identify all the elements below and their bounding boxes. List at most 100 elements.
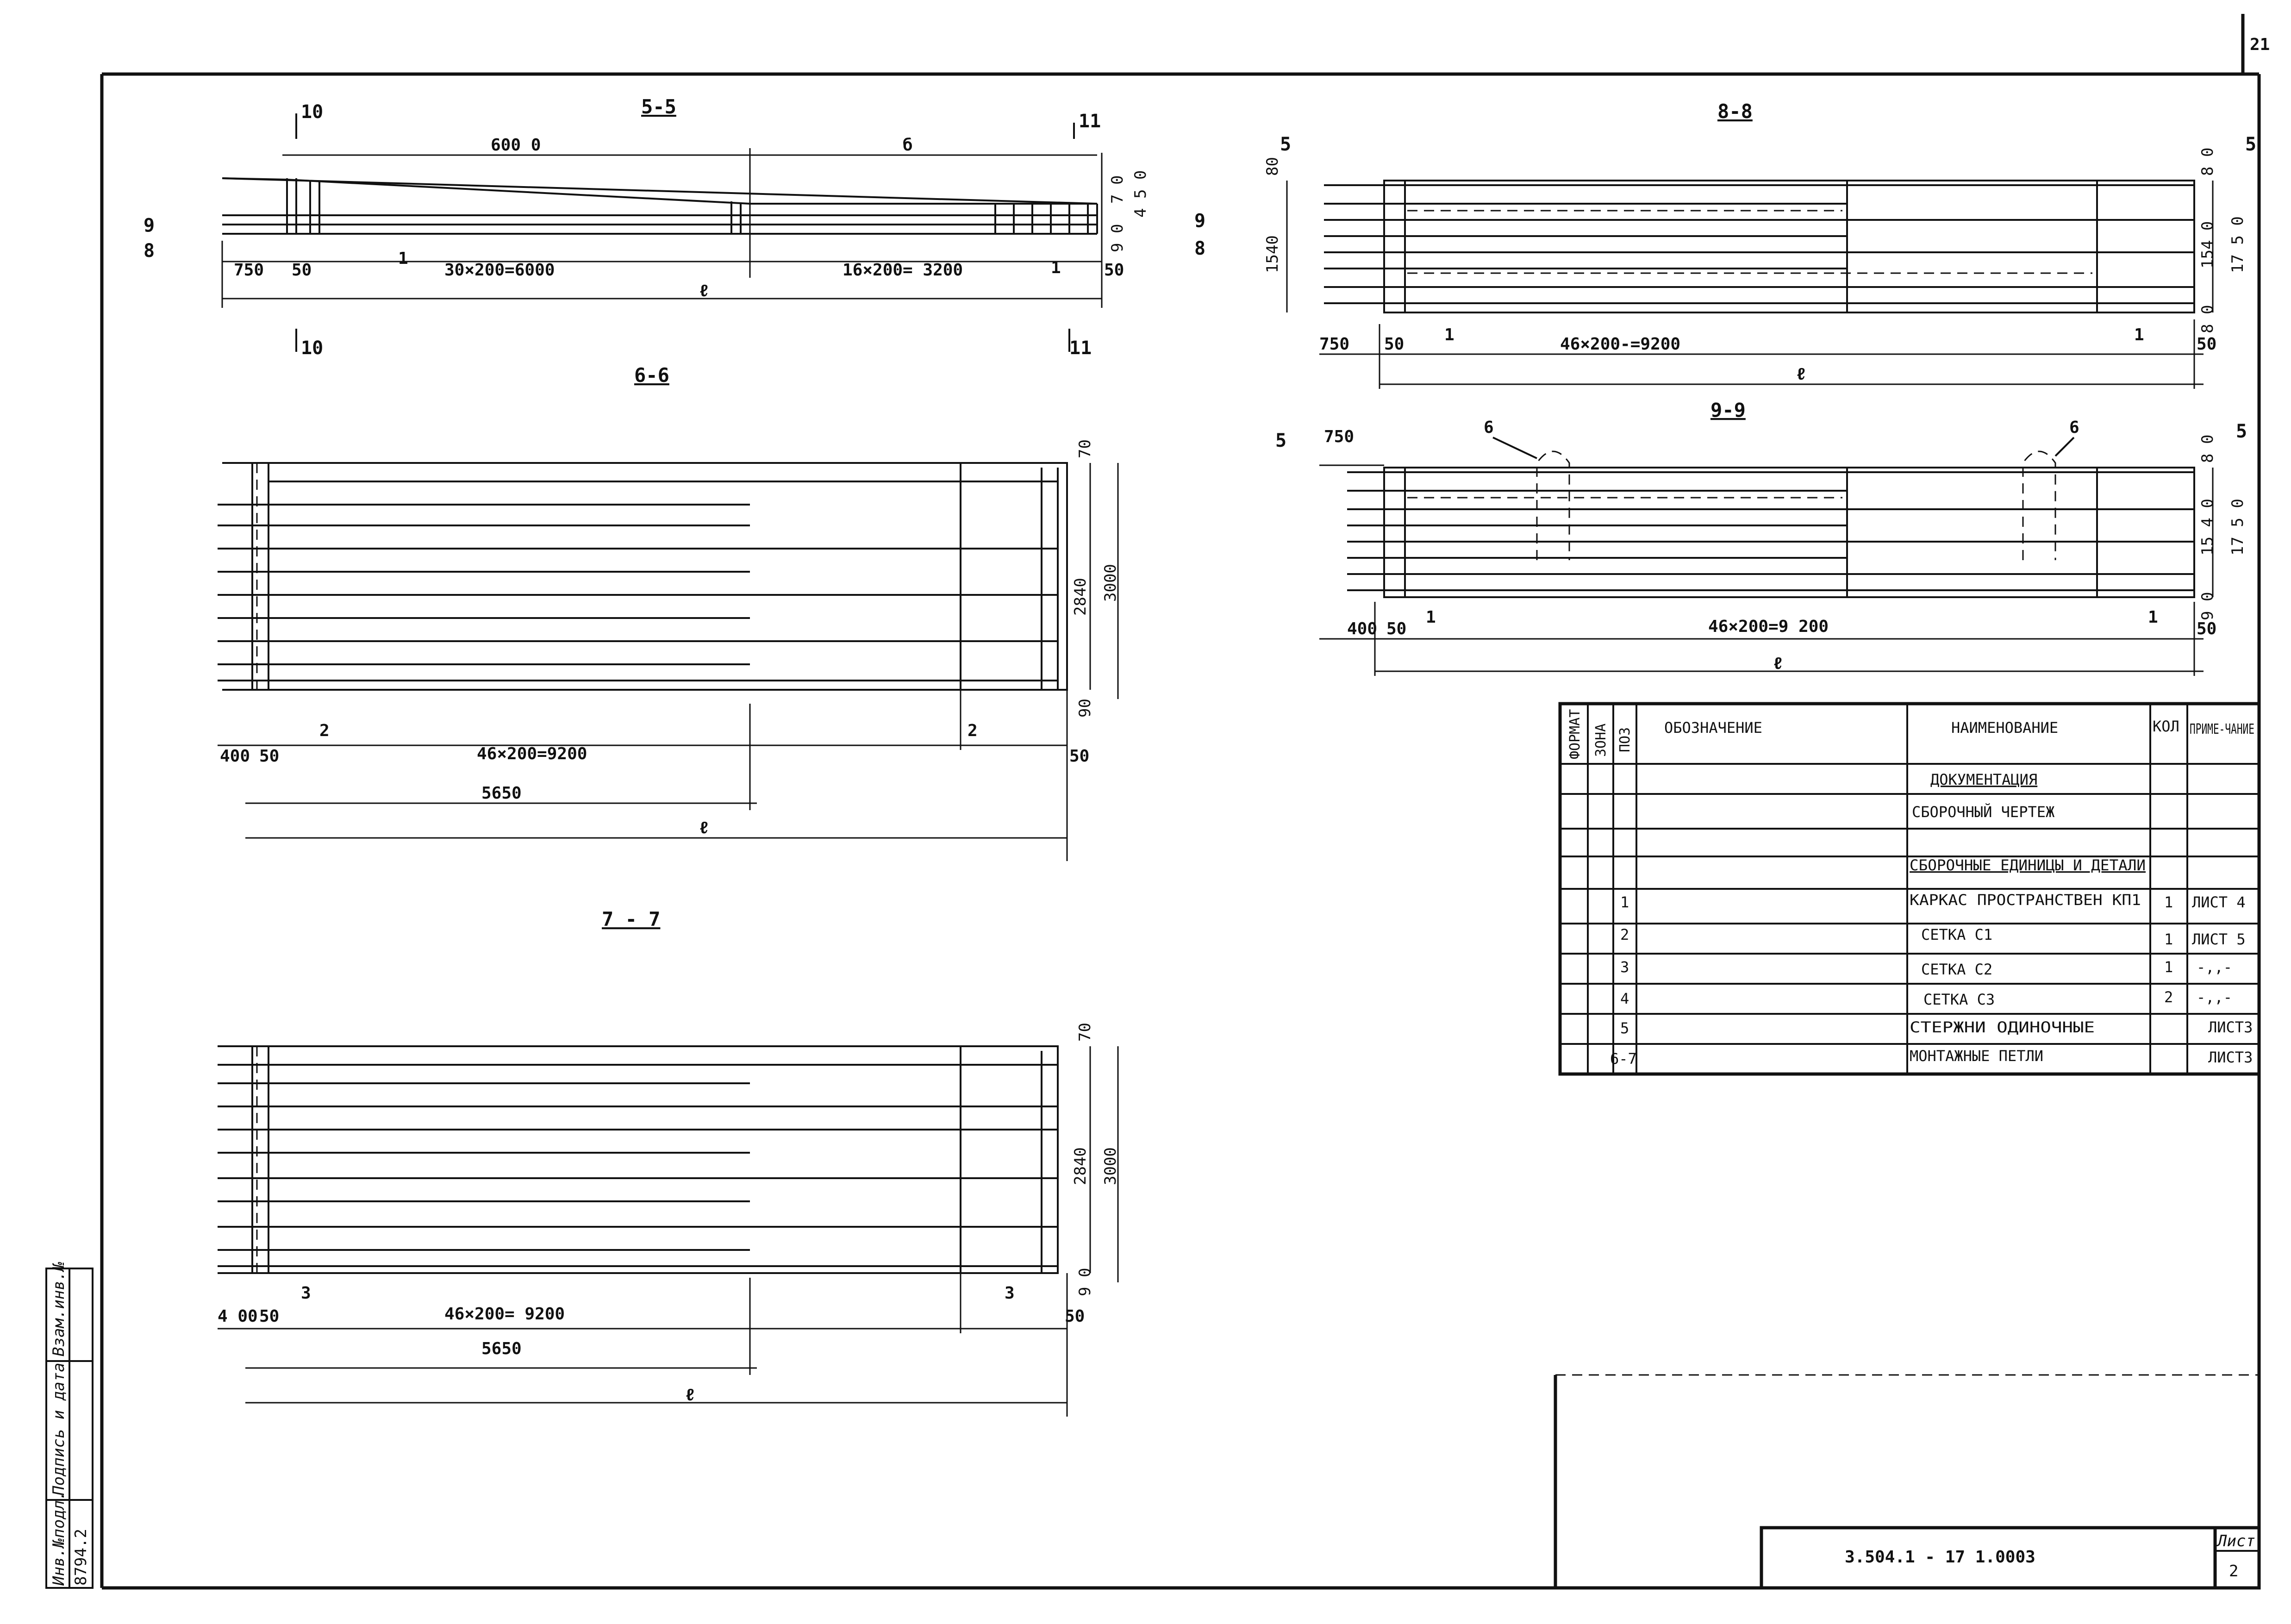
- s99-v-total: 17 5 0: [2229, 499, 2247, 556]
- table-row-3-name: СБОРОЧНЫЕ ЕДИНИЦЫ И ДЕТАЛИ: [1910, 856, 2146, 874]
- table-row-4-qty: 1: [2164, 893, 2173, 911]
- section-6-6: 6-6 400 50 46×200=9200 5650 ℓ 50 2: [218, 364, 1120, 861]
- s99-pos-right: 1: [2148, 608, 2158, 627]
- table-header-name: НАИМЕНОВАНИЕ: [1951, 719, 2058, 737]
- s77-v-total: 3000: [1101, 1147, 1120, 1185]
- table-row-6-qty: 1: [2164, 958, 2173, 976]
- s77-dim-mid: 46×200= 9200: [444, 1305, 565, 1324]
- s66-v-total: 3000: [1101, 564, 1120, 602]
- left-stamp: Взам.инв.№ Подпись и дата Инв.№подл. 879…: [45, 1262, 94, 1589]
- s99-dim-right-b: 50: [2197, 619, 2216, 638]
- table-row-5-pos: 2: [1620, 926, 1629, 943]
- s55-cut-l-b: 8: [144, 240, 155, 262]
- section-9-9-title: 9-9: [1710, 399, 1746, 421]
- table-row-6-note: -,,-: [2197, 958, 2232, 976]
- table-row-4-note: ЛИСТ 4: [2192, 893, 2246, 911]
- s55-dim-right-mid: 16×200= 3200: [843, 261, 963, 280]
- s77-dim-span: ℓ: [685, 1386, 695, 1405]
- table-row-5-note: ЛИСТ 5: [2192, 931, 2246, 948]
- s66-dim-right-b: 50: [1069, 747, 1089, 766]
- s55-dim-left: 750: [234, 261, 264, 280]
- table-header-format: ФОРМАТ: [1567, 709, 1583, 759]
- s88-cut-left: 5: [1280, 134, 1291, 155]
- s55-cut-left-top: 10: [301, 101, 323, 123]
- stamp-inv-label: Инв.№подл.: [50, 1491, 68, 1586]
- s99-dim-span: ℓ: [1773, 654, 1783, 673]
- s55-v4: 4 5 0: [1131, 170, 1150, 218]
- s99-pos-left: 1: [1426, 608, 1436, 627]
- section-9-9: 9-9 6 6 750 400 50 46×200=9 200 ℓ 50 1: [1275, 399, 2247, 676]
- sheet-label: Лист: [2216, 1532, 2255, 1550]
- table-row-9-note: ЛИСТ3: [2208, 1049, 2253, 1066]
- s55-cut-right-bottom: 11: [1069, 337, 1092, 359]
- table-row-6-name: СЕТКА С2: [1921, 961, 1992, 978]
- s99-dim-left-b: 50: [1386, 619, 1406, 638]
- title-block: 3.504.1 - 17 1.0003 Лист 2: [1554, 1374, 2261, 1590]
- s88-dim-left: 750: [1319, 335, 1349, 354]
- s55-v1: 7 0: [1108, 175, 1127, 204]
- s99-v-mid: 15 4 0: [2198, 499, 2217, 556]
- section-8-8: 8-8 750 50 46×200-=9200 ℓ 50 1 1 8 0 154…: [1263, 100, 2256, 389]
- table-row-4-name: КАРКАС ПРОСТРАНСТВЕН КП1: [1910, 891, 2141, 909]
- s99-v-top: 8 0: [2198, 435, 2217, 463]
- s66-v-top: 70: [1076, 439, 1094, 458]
- s88-dim-right-b: 50: [2197, 335, 2216, 354]
- s66-dim-left-b: 50: [259, 747, 279, 766]
- s55-dim-left-b: 50: [292, 261, 312, 280]
- table-row-5-name: СЕТКА С1: [1921, 926, 1992, 943]
- s77-v-mid: 2840: [1071, 1147, 1090, 1185]
- s55-dim-top-b: б: [903, 136, 913, 155]
- table-row-5-qty: 1: [2164, 931, 2173, 948]
- s99-cut-right: 5: [2236, 421, 2247, 442]
- table-header-pos: ПОЗ: [1617, 727, 1633, 752]
- table-header-qty: КОЛ: [2153, 718, 2179, 735]
- s55-cut-r-a: 9: [1194, 210, 1205, 231]
- table-header-designation: ОБОЗНАЧЕНИЕ: [1664, 719, 1762, 737]
- s55-cut-l-a: 9: [144, 215, 155, 236]
- s77-v-bot: 9 0: [1076, 1268, 1094, 1296]
- doc-code: 3.504.1 - 17 1.0003: [1845, 1548, 2035, 1567]
- s99-dim-mid: 46×200=9 200: [1708, 617, 1829, 636]
- table-row-7-qty: 2: [2164, 988, 2173, 1006]
- table-row-8-name: СТЕРЖНИ ОДИНОЧНЫЕ: [1910, 1018, 2095, 1036]
- s99-loop-right: 6: [2069, 418, 2079, 437]
- s88-dim-mid: 46×200-=9200: [1560, 335, 1680, 354]
- s88-cut-right: 5: [2245, 134, 2256, 155]
- section-6-6-title: 6-6: [634, 364, 669, 387]
- table-row-1-name: СБОРОЧНЫЙ ЧЕРТЕЖ: [1912, 803, 2055, 821]
- s88-v-left-top: 80: [1263, 157, 1282, 176]
- s55-cut-left-bottom: 10: [301, 337, 323, 359]
- s55-cut-r-b: 8: [1194, 238, 1205, 259]
- stamp-inv-value: 8794.2: [72, 1529, 90, 1586]
- table-row-9-pos: 6-7: [1610, 1050, 1637, 1068]
- s55-dim-mid: 30×200=6000: [444, 261, 555, 280]
- page-number: 21: [2250, 35, 2270, 54]
- s77-v-top: 70: [1076, 1023, 1094, 1042]
- s88-dim-span: ℓ: [1796, 365, 1806, 384]
- table-row-7-pos: 4: [1620, 990, 1629, 1007]
- section-7-7-title: 7 - 7: [602, 908, 660, 931]
- s88-v-bot: 8 0: [2198, 305, 2217, 333]
- s55-pos-1: 1: [398, 249, 408, 268]
- table-header-note: ПРИМЕ-ЧАНИЕ: [2190, 721, 2254, 737]
- s55-dim-span: ℓ: [699, 281, 709, 300]
- table-row-8-pos: 5: [1620, 1019, 1629, 1037]
- table-header-zone: ЗОНА: [1593, 724, 1609, 757]
- s66-dim-left: 400: [220, 747, 250, 766]
- s88-v-left: 1540: [1263, 235, 1282, 273]
- s66-dim-mid: 46×200=9200: [477, 744, 587, 763]
- table-row-8-note: ЛИСТ3: [2208, 1018, 2253, 1036]
- sheet-frame: [100, 14, 2261, 1590]
- s66-dim-span: ℓ: [699, 818, 709, 837]
- section-7-7: 7 - 7 4 00 50 46×200= 9200 5650 ℓ 50 3: [218, 908, 1120, 1417]
- s55-cut-right-top: 11: [1079, 111, 1101, 132]
- table-row-7-note: -,,-: [2197, 988, 2232, 1006]
- s99-loop-left: 6: [1484, 418, 1494, 437]
- s66-v-bot: 90: [1076, 699, 1094, 718]
- s99-dim-left: 400: [1347, 619, 1377, 638]
- s99-dim-top-left: 750: [1324, 427, 1354, 446]
- section-5-5-title: 5-5: [641, 95, 676, 118]
- stamp-replace-label: Взам.инв.№: [50, 1262, 68, 1356]
- s88-pos-right: 1: [2134, 325, 2144, 344]
